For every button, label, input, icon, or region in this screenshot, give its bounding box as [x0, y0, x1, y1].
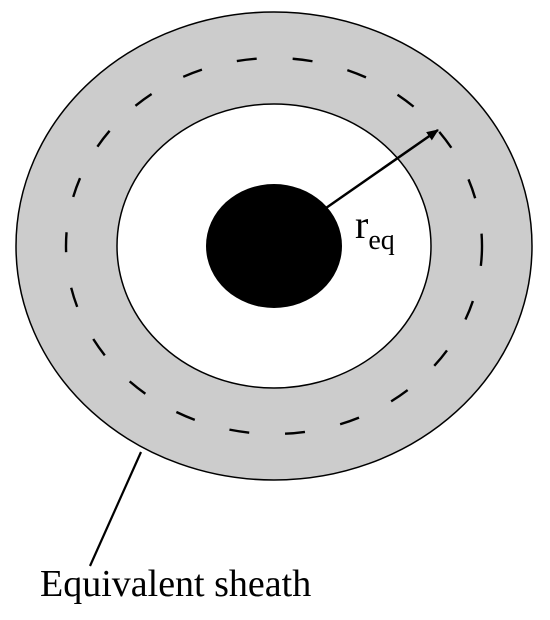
arrow-icon — [325, 128, 439, 210]
radius-label-subscript: eq — [368, 225, 394, 256]
radius-label-main: r — [355, 202, 368, 247]
leader-line — [88, 451, 143, 567]
equivalent-radius-dashed-circle — [64, 56, 484, 436]
radius-label: req — [355, 202, 395, 256]
conductor-core — [206, 184, 342, 308]
sheath-label: Equivalent sheath — [40, 563, 311, 605]
